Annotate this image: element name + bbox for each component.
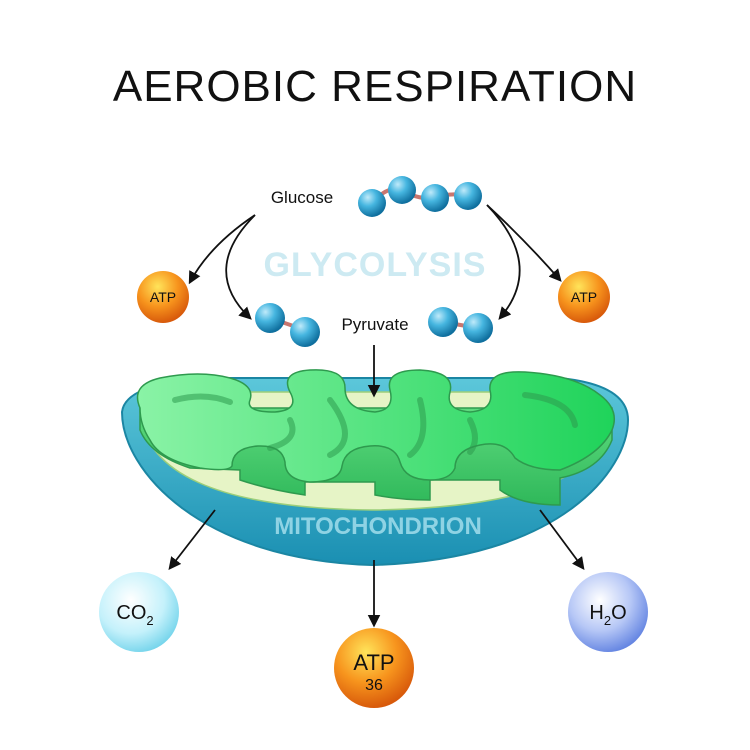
h2o-label: H2O [589,602,626,628]
mitochondrion-label: MITOCHONDRION [274,513,482,540]
co2-bubble [99,572,179,652]
h2o-bubble [568,572,648,652]
arrow-glucose-to-pyruvate-right [486,204,521,320]
arrow-glucose-to-pyruvate-left [225,214,256,320]
atp-36-bubble [334,628,414,708]
atp-36-count: 36 [365,677,383,694]
atp-right-label: ATP [571,289,597,305]
co2-label: CO2 [116,602,153,628]
page-title: AEROBIC RESPIRATION [112,62,638,111]
pyruvate-molecule-left [255,303,320,347]
atp-36-label: ATP [353,650,394,675]
arrow-to-h2o [539,509,585,571]
mitochondrion [120,369,630,567]
atp-right-bubble [558,271,610,323]
glycolysis-label: GLYCOLYSIS [264,246,487,284]
pyruvate-label: Pyruvate [341,315,408,334]
atp-left-bubble [137,271,189,323]
atp-left-label: ATP [150,289,176,305]
arrow-to-co2 [168,509,216,570]
pyruvate-molecule-right [428,307,493,343]
glucose-label: Glucose [271,188,333,207]
glucose-molecule [358,176,482,217]
arrow-glucose-to-atp-left [188,214,256,285]
